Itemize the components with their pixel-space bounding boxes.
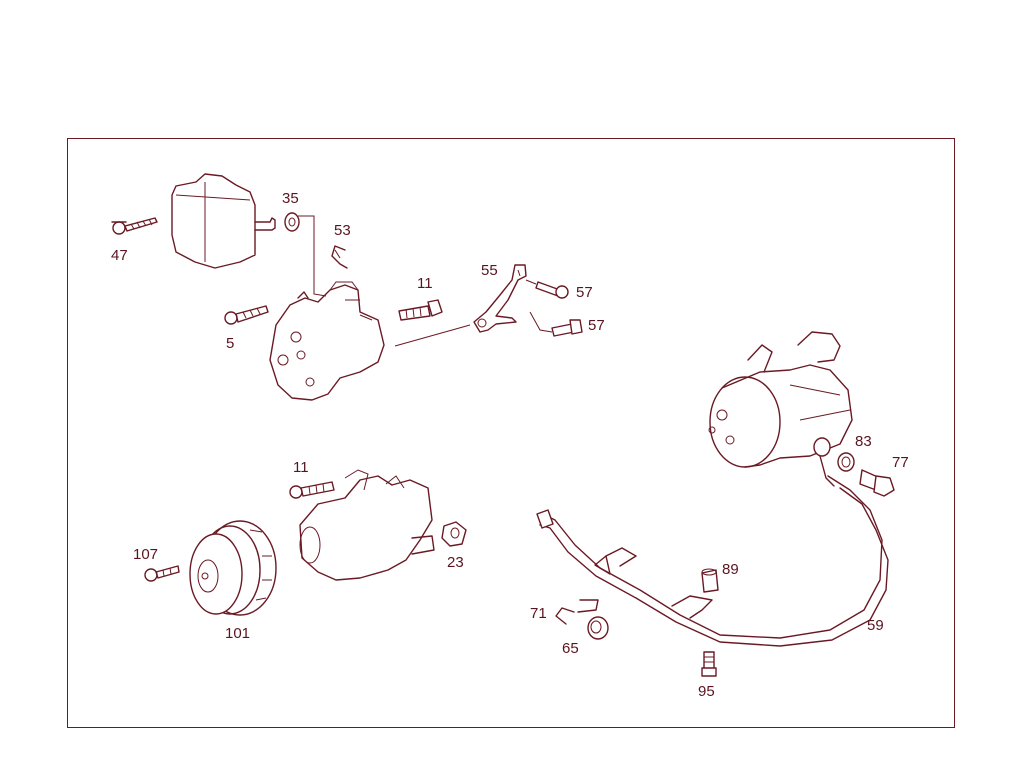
callout-95: 95	[698, 683, 715, 700]
callout-59: 59	[867, 617, 884, 634]
bolt-107-drawing	[144, 565, 180, 582]
bolt-95-drawing	[701, 651, 717, 677]
callout-71: 71	[530, 605, 547, 622]
bracket-55-drawing	[473, 264, 527, 333]
bolt-57-b-drawing	[529, 311, 583, 337]
pump-right-drawing	[708, 331, 853, 468]
callout-53: 53	[334, 222, 351, 239]
callout-11-lower: 11	[293, 459, 309, 476]
clip-53-drawing	[331, 245, 348, 269]
callout-83: 83	[855, 433, 872, 450]
bolt-11-upper-drawing	[398, 299, 443, 321]
nut-23-drawing	[441, 521, 467, 547]
callout-89: 89	[722, 561, 739, 578]
callout-57-b: 57	[588, 317, 605, 334]
pump-upper-drawing	[269, 281, 385, 401]
pulley-101-drawing	[189, 520, 277, 616]
callout-55: 55	[481, 262, 498, 279]
pump-lower-drawing	[299, 469, 435, 581]
clip-71-drawing	[555, 599, 599, 625]
seal-ring-35-drawing	[284, 212, 327, 297]
callout-5: 5	[226, 335, 235, 352]
bolt-47-drawing	[111, 217, 158, 235]
callout-23: 23	[447, 554, 464, 571]
bolt-5-drawing	[224, 305, 269, 325]
grommet-65-drawing	[587, 616, 609, 640]
callout-65: 65	[562, 640, 579, 657]
callout-101: 101	[225, 625, 251, 642]
callout-47: 47	[111, 247, 128, 264]
hose-59-drawing	[536, 437, 889, 647]
reservoir-drawing	[171, 173, 276, 269]
washer-83-drawing	[837, 452, 855, 472]
callout-77: 77	[892, 454, 909, 471]
bolt-11-lower-drawing	[289, 481, 335, 499]
callout-35: 35	[282, 190, 299, 207]
callout-57-a: 57	[576, 284, 593, 301]
callout-107: 107	[133, 546, 159, 563]
banjo-bolt-77-drawing	[859, 469, 895, 497]
bolt-57-a-drawing	[525, 279, 569, 299]
sleeve-89-drawing	[701, 568, 719, 593]
diagram-frame	[67, 138, 955, 728]
leader-line	[394, 324, 471, 347]
callout-11-upper: 11	[417, 275, 433, 292]
